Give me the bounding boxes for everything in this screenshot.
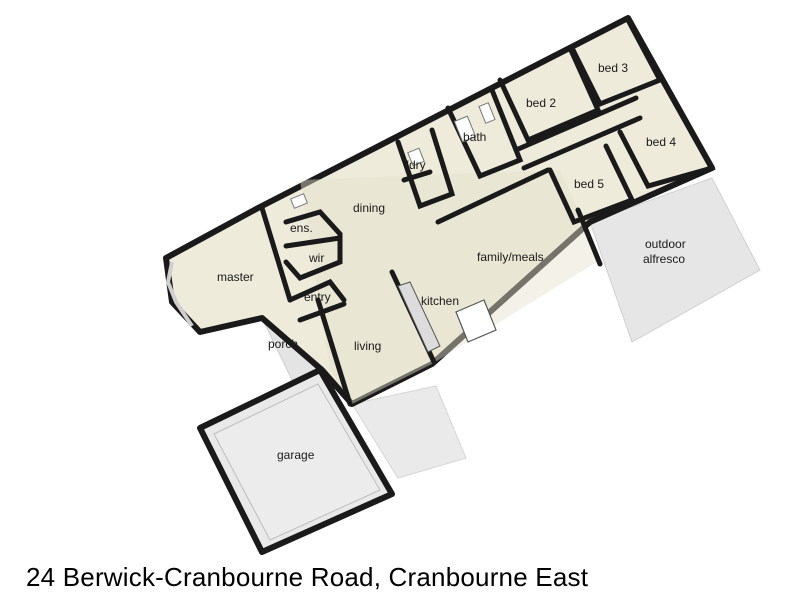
room-label-family-meals: family/meals [477,250,544,264]
room-label-bed2: bed 2 [526,96,556,110]
floor-shade [300,170,600,404]
room-label-garage: garage [277,448,315,462]
wet-area-fixtures [289,102,496,209]
room-label-bath: bath [463,130,486,144]
room-label-wir: wir [308,251,324,265]
room-label-master: master [217,270,254,284]
driveway-paving [351,385,467,479]
property-address: 24 Berwick-Cranbourne Road, Cranbourne E… [26,562,589,592]
room-label-bed3: bed 3 [598,61,628,75]
room-label-living: living [354,339,381,353]
room-label-kitchen: kitchen [421,294,459,308]
room-label-bed4: bed 4 [646,135,676,149]
floor-plan: master ens. wir entry porch dining livin… [163,15,761,555]
room-label-dining: dining [353,201,385,215]
room-label-entry: entry [304,290,331,304]
room-label-bed5: bed 5 [574,177,604,191]
garage: garage [197,367,395,555]
room-label-outdoor: outdoor [645,237,686,251]
room-labels: master ens. wir entry porch dining livin… [217,61,686,353]
master-bay-window [165,261,194,328]
interior-walls [259,17,716,407]
kitchen-island [455,299,497,343]
room-label-porch: porch [268,337,298,351]
room-label-ens: ens. [290,221,313,235]
room-label-laundry: l'dry [404,158,426,172]
kitchen-bench [397,281,441,353]
garage-inner-shade [213,383,381,541]
alfresco-paving [589,177,761,343]
house: master ens. wir entry porch dining livin… [163,15,716,407]
room-label-alfresco: alfresco [643,252,685,266]
house-floor [163,15,715,407]
